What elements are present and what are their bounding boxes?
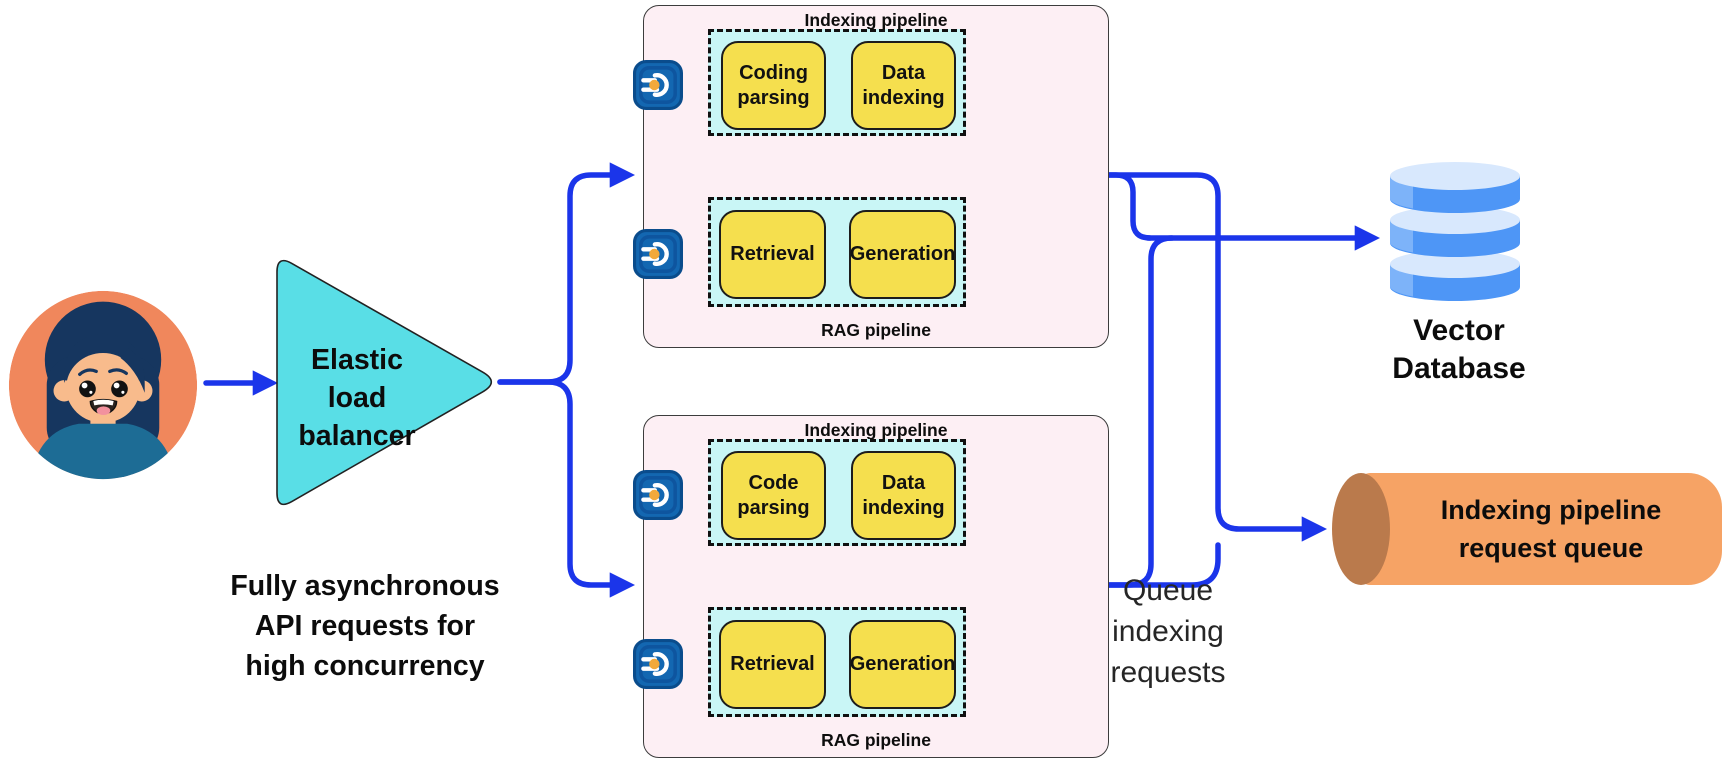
node-code-parsing: Code parsing	[721, 451, 826, 540]
line-top-server-to-db-junction	[1104, 172, 1153, 241]
node-retrieval: Retrieval	[719, 210, 826, 299]
rag-pipeline-label: RAG pipeline	[821, 320, 931, 340]
node-generation: Generation	[849, 620, 956, 709]
node-retrieval: Retrieval	[719, 620, 826, 709]
api-icon	[633, 470, 683, 520]
vector-database-label: Vector Database	[1392, 314, 1526, 385]
node-generation: Generation	[849, 210, 956, 299]
node-code-parsing: Coding parsing	[721, 41, 826, 130]
server-box-bottom: Indexing pipeline Code parsing Data inde…	[633, 415, 1109, 758]
queue-cylinder	[1360, 473, 1722, 585]
node-data-indexing: Data indexing	[851, 451, 956, 540]
arrow-balancer-to-top-server	[497, 162, 635, 385]
rag-pipeline-label: RAG pipeline	[821, 730, 931, 750]
load-balancer-shape	[276, 259, 493, 506]
async-caption: Fully asynchronous API requests for high…	[230, 570, 500, 682]
line-bottom-server-to-db-junction	[1103, 235, 1175, 588]
queue-cylinder-cap	[1332, 473, 1390, 585]
node-data-indexing: Data indexing	[851, 41, 956, 130]
api-icon	[633, 229, 683, 279]
indexing-pipeline-label: Indexing pipeline	[804, 10, 948, 30]
user-avatar	[8, 290, 198, 480]
api-icon	[633, 639, 683, 689]
line-top-server-to-queue	[1104, 172, 1327, 542]
server-box-top: Indexing pipeline Coding parsing Data in…	[633, 5, 1109, 348]
database-icon	[1390, 162, 1520, 301]
indexing-pipeline-label: Indexing pipeline	[804, 420, 948, 440]
request-queue-label: Indexing pipeline request queue	[1440, 495, 1662, 563]
load-balancer-label: Elastic load balancer	[298, 344, 416, 452]
arrow-balancer-to-bottom-server	[497, 379, 635, 598]
api-icon	[633, 60, 683, 110]
queue-note: Queue indexing requests	[1110, 574, 1226, 689]
